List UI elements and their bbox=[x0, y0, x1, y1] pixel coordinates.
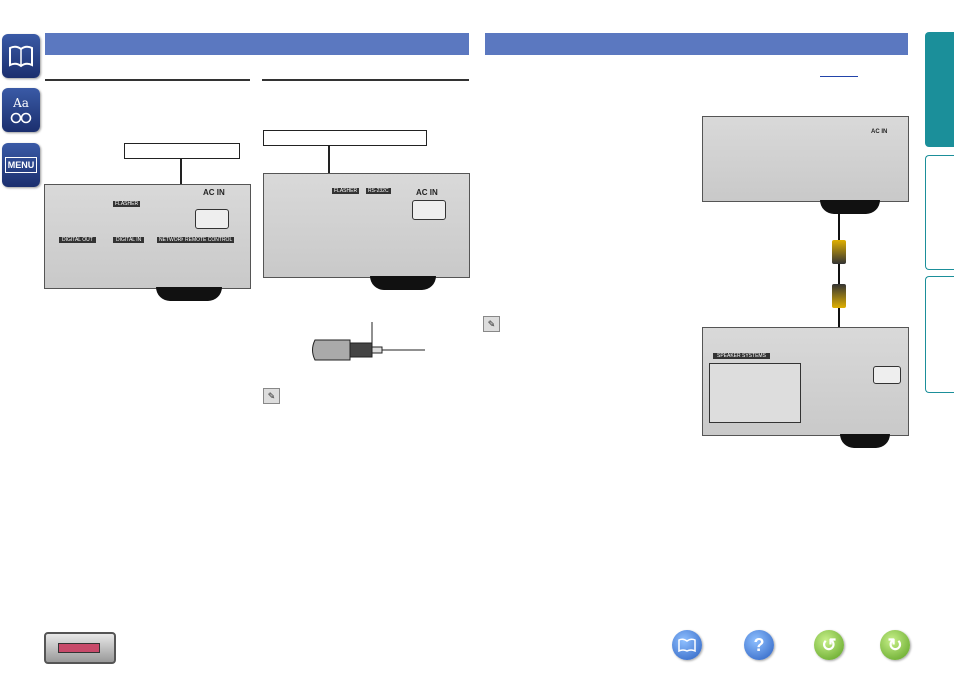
digital-in-label: DIGITAL IN bbox=[113, 237, 145, 243]
right-tab-2[interactable] bbox=[925, 155, 954, 270]
rca-plug-lower bbox=[832, 284, 846, 308]
note-pencil-icon: ✎ bbox=[263, 388, 280, 404]
rca-plug-upper bbox=[832, 240, 846, 264]
rca-cable bbox=[838, 212, 840, 332]
section-header-right bbox=[485, 33, 908, 55]
contents-book-icon[interactable] bbox=[2, 34, 40, 78]
speaker-systems-label: SPEAKER SYSTEMS bbox=[713, 353, 770, 359]
device-foot-2 bbox=[370, 276, 436, 290]
ac-inlet-2 bbox=[412, 200, 446, 220]
network-label: NETWORK bbox=[157, 237, 187, 243]
speaker-terminals bbox=[709, 363, 801, 423]
glasses-icon bbox=[10, 112, 32, 124]
book-icon bbox=[678, 638, 696, 652]
menu-label: MENU bbox=[4, 157, 38, 173]
forward-button[interactable]: ↻ bbox=[880, 630, 910, 660]
amplifier-foot bbox=[840, 434, 890, 448]
right-tab-3[interactable] bbox=[925, 276, 954, 393]
device-rear-panel-2: AC IN FLASHER RS-232C bbox=[263, 173, 470, 278]
help-button[interactable]: ? bbox=[744, 630, 774, 660]
subsection-rule-1 bbox=[45, 79, 250, 81]
callout-box bbox=[124, 143, 240, 159]
right-tab-1[interactable] bbox=[925, 32, 954, 147]
ac-in-label-3: AC IN bbox=[871, 129, 888, 135]
glossary-icon[interactable]: Aa bbox=[2, 88, 40, 132]
device-rear-panel-1: AC IN FLASHER DIGITAL OUT DIGITAL IN NET… bbox=[44, 184, 251, 289]
back-arrow-icon: ↺ bbox=[821, 634, 837, 655]
callout-box-2 bbox=[263, 130, 427, 146]
device-foot-3 bbox=[820, 200, 880, 214]
menu-icon[interactable]: MENU bbox=[2, 143, 40, 187]
ac-in-label-2: AC IN bbox=[416, 188, 438, 197]
section-header-left bbox=[45, 33, 469, 55]
device-foot-1 bbox=[156, 287, 222, 301]
contents-button[interactable] bbox=[672, 630, 702, 660]
forward-arrow-icon: ↻ bbox=[887, 634, 903, 655]
book-icon bbox=[9, 45, 33, 68]
device-rear-panel-top: AC IN bbox=[702, 116, 909, 202]
page-reference-link[interactable] bbox=[820, 76, 858, 77]
question-mark-icon: ? bbox=[753, 634, 765, 655]
ac-in-label: AC IN bbox=[203, 188, 225, 197]
product-thumbnail-display bbox=[58, 643, 100, 653]
digital-out-label: DIGITAL OUT bbox=[59, 237, 96, 243]
ac-inlet-amp bbox=[873, 366, 901, 384]
flasher-label-2: FLASHER bbox=[332, 188, 360, 194]
glossary-label: Aa bbox=[13, 96, 29, 110]
remote-control-label: REMOTE CONTROL bbox=[183, 237, 235, 243]
note-pencil-icon-2: ✎ bbox=[483, 316, 500, 332]
product-thumbnail-button[interactable] bbox=[44, 632, 116, 664]
amplifier-rear-panel: SPEAKER SYSTEMS bbox=[702, 327, 909, 436]
flasher-label: FLASHER bbox=[113, 201, 141, 207]
rs232c-label-2: RS-232C bbox=[366, 188, 391, 194]
mini-plug-illustration bbox=[312, 322, 425, 361]
subsection-rule-2 bbox=[262, 79, 469, 81]
back-button[interactable]: ↺ bbox=[814, 630, 844, 660]
ac-inlet bbox=[195, 209, 229, 229]
